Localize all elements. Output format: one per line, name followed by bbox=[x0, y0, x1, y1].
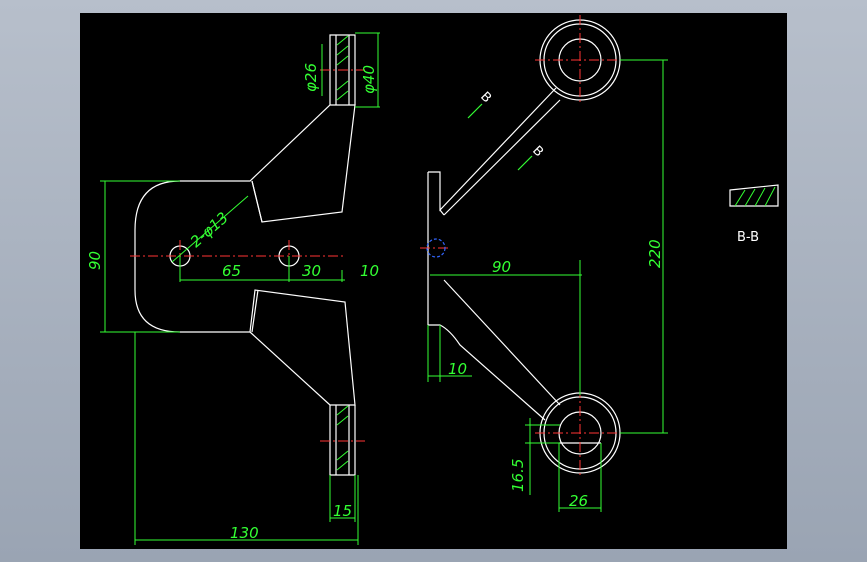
left-view-outline bbox=[134, 34, 356, 476]
dim-220: 220 bbox=[646, 239, 664, 268]
dim-10-right: 10 bbox=[448, 360, 467, 378]
dim-dia-40: φ40 bbox=[360, 65, 378, 94]
dim-30: 30 bbox=[302, 262, 321, 280]
cad-viewport[interactable]: φ26 φ40 2-φ13 90 65 30 10 15 130 220 90 … bbox=[80, 13, 787, 549]
section-label-mid: B bbox=[529, 143, 546, 160]
blue-marker bbox=[426, 238, 446, 258]
section-view-b-b bbox=[729, 184, 779, 207]
left-bracket-back bbox=[329, 34, 356, 476]
dim-holes: 2-φ13 bbox=[187, 209, 232, 251]
dim-65: 65 bbox=[222, 262, 241, 280]
dim-90-right: 90 bbox=[492, 258, 511, 276]
right-arm-lower bbox=[428, 279, 561, 421]
dimension-lines bbox=[100, 32, 668, 545]
dim-26: 26 bbox=[569, 492, 588, 510]
left-bracket-body bbox=[134, 104, 356, 406]
section-cut-marks bbox=[467, 103, 533, 171]
cad-drawing: φ26 φ40 2-φ13 90 65 30 10 15 130 220 90 … bbox=[86, 15, 779, 545]
dim-15: 15 bbox=[333, 502, 352, 520]
section-label-top: B bbox=[477, 89, 494, 106]
right-view-outline bbox=[427, 19, 621, 474]
dim-10-left: 10 bbox=[360, 262, 379, 280]
dim-16-5: 16.5 bbox=[509, 459, 527, 492]
dim-90-left: 90 bbox=[86, 251, 104, 270]
section-view-label: B-B bbox=[737, 230, 759, 245]
dim-dia-26: φ26 bbox=[302, 63, 320, 92]
dim-130: 130 bbox=[230, 524, 259, 542]
left-hub-hatch bbox=[336, 35, 349, 471]
right-arm-upper bbox=[427, 87, 561, 325]
